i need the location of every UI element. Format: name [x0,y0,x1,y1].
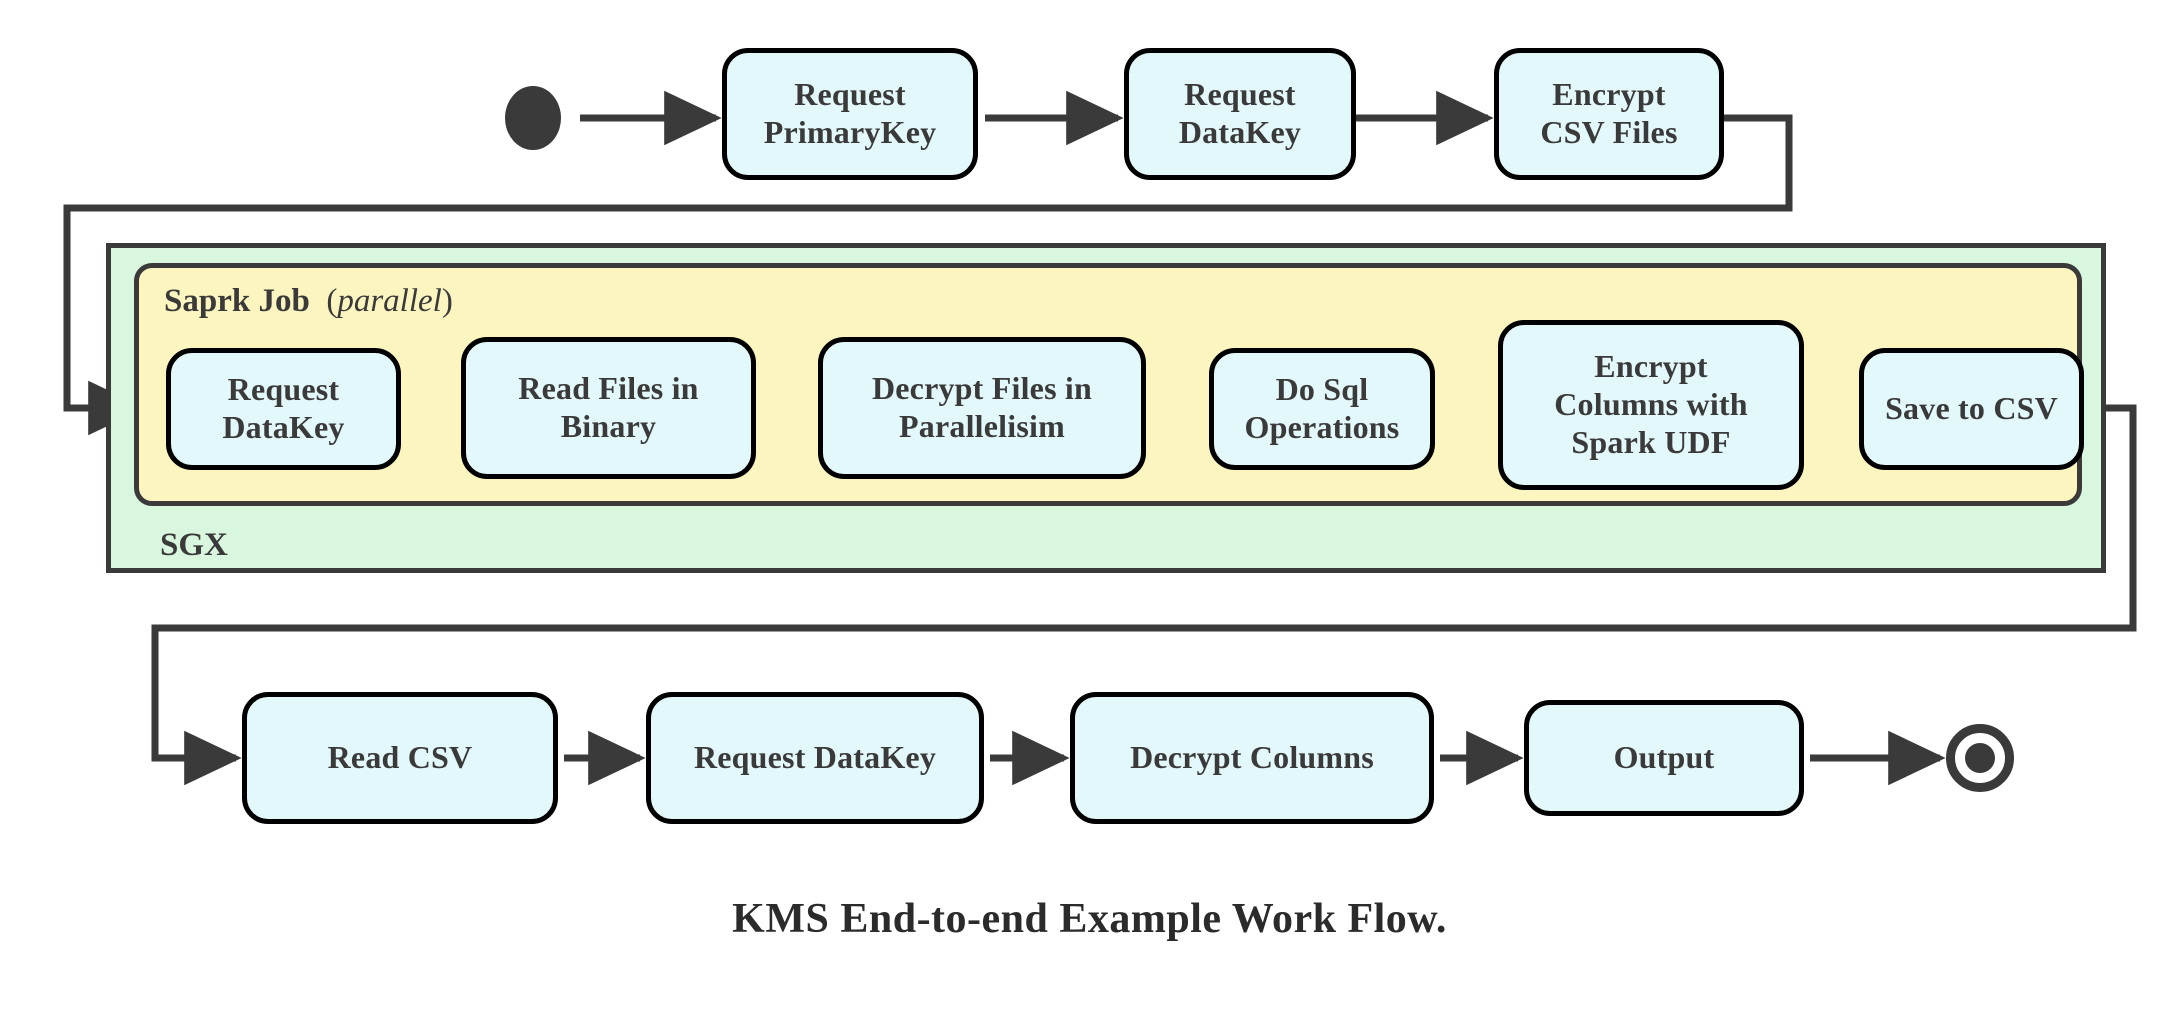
node-label-line2: Columns with [1554,386,1748,423]
node-request-primarykey[interactable]: Request PrimaryKey [722,48,978,180]
node-label-line2: DataKey [1178,114,1302,150]
node-label-line2: PrimaryKey [763,114,937,150]
node-label-line2: Parallelisim [899,408,1065,444]
node-do-sql-operations[interactable]: Do Sql Operations [1209,348,1435,470]
node-save-to-csv[interactable]: Save to CSV [1859,348,2084,470]
node-request-datakey-spark[interactable]: Request DataKey [166,348,401,470]
container-spark-job-label-italic: parallel [337,283,442,319]
container-spark-job-label-main: Saprk Job [164,283,310,319]
node-request-datakey-top[interactable]: Request DataKey [1124,48,1356,180]
node-label-line2: Operations [1244,409,1400,445]
node-label-line1: Save to CSV [1885,390,2058,427]
node-output[interactable]: Output [1524,700,1804,816]
node-label-line2: Binary [560,408,657,444]
container-sgx-label: SGX [160,527,228,563]
node-decrypt-files-in-parallelisim[interactable]: Decrypt Files in Parallelisim [818,337,1146,479]
node-label-line1: Encrypt [1552,76,1666,113]
paren-close: ) [441,283,453,319]
node-label-line2: DataKey [222,409,345,445]
node-request-datakey-bottom[interactable]: Request DataKey [646,692,984,824]
node-label-line1: Decrypt Columns [1130,739,1374,776]
node-label-line1: Request [227,371,340,408]
node-encrypt-csv-files[interactable]: Encrypt CSV Files [1494,48,1724,180]
node-encrypt-columns-with-spark-udf[interactable]: Encrypt Columns with Spark UDF [1498,320,1804,490]
connector-encrypt-csv-to-spark-datakey [63,114,1793,436]
node-label-line1: Read CSV [327,739,473,776]
node-label-line1: Request [1184,76,1296,113]
node-label-line1: Decrypt Files in [871,370,1093,407]
node-label-line1: Do Sql [1275,371,1369,408]
node-label-line1: Encrypt [1594,348,1708,385]
node-decrypt-columns[interactable]: Decrypt Columns [1070,692,1434,824]
container-spark-job-label: Saprk Job (parallel) [164,283,453,320]
diagram-caption: KMS End-to-end Example Work Flow. [732,896,1447,942]
paren-open: ( [326,283,338,319]
node-label-line2: CSV Files [1540,114,1678,150]
node-label-line3: Spark UDF [1571,423,1731,460]
end-node-icon [1946,724,2014,792]
start-node-icon [505,86,561,150]
end-node-inner-dot [1965,743,1995,773]
node-label-line1: Read Files in [518,370,699,407]
node-read-files-in-binary[interactable]: Read Files in Binary [461,337,756,479]
node-label-line1: Output [1613,739,1715,776]
node-read-csv[interactable]: Read CSV [242,692,558,824]
connector-save-csv-to-read-csv [151,404,2137,786]
node-label-line1: Request [794,76,906,113]
node-label-line1: Request DataKey [693,739,937,776]
